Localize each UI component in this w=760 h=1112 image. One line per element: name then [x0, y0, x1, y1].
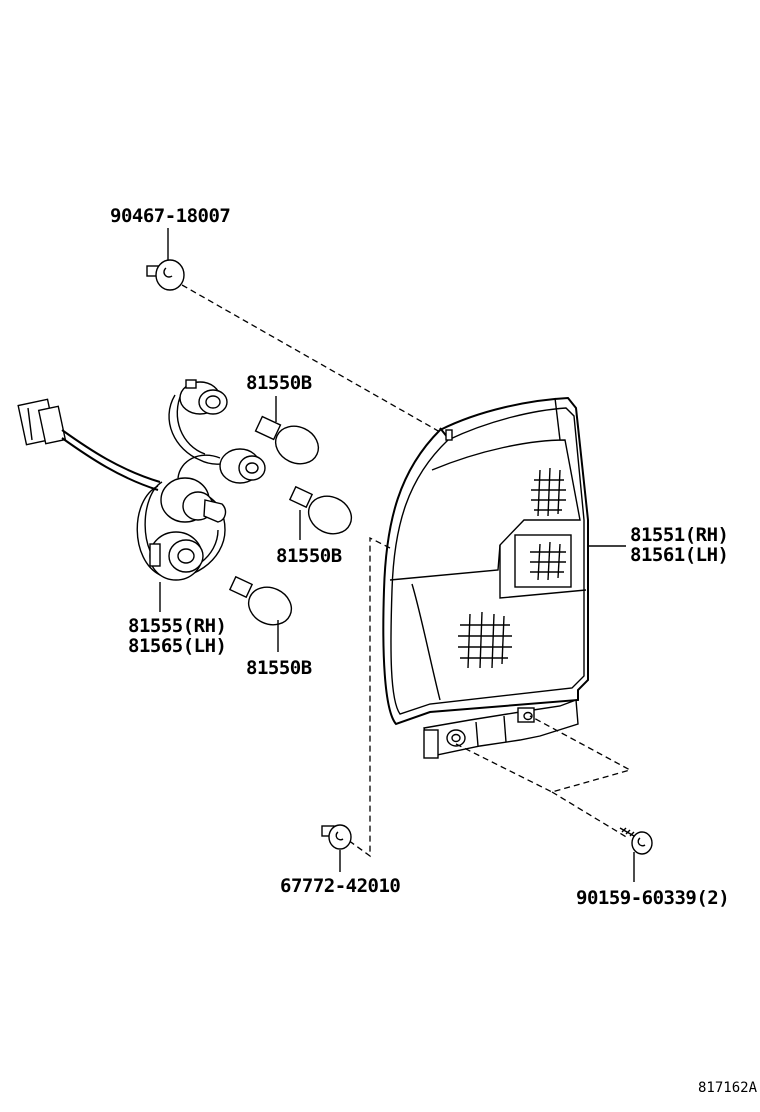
bulb-2-label: 81550B	[276, 545, 342, 567]
socket-label-lh: 81565(LH)	[128, 635, 226, 657]
tail-lamp-assembly-part[interactable]: 81551(RH) 81561(LH)	[382, 396, 729, 759]
socket-lower	[149, 531, 204, 581]
lamp-inner-division	[389, 439, 581, 581]
lamp-housing-outline	[382, 396, 589, 726]
lamp-lens-grid-top	[531, 467, 566, 517]
socket-upper	[179, 379, 228, 415]
lamp-label-rh: 81551(RH)	[630, 524, 728, 546]
bulb-1-part[interactable]: 81550B	[246, 372, 325, 471]
socket-label-rh: 81555(RH)	[128, 615, 226, 637]
lamp-label-lh: 81561(LH)	[630, 544, 728, 566]
harness-connector	[17, 398, 67, 446]
bulb-3-label: 81550B	[246, 657, 312, 679]
harness-wire-main	[61, 429, 161, 483]
bulb-2-icon	[288, 485, 353, 535]
clip-top-label: 90467-18007	[110, 205, 230, 227]
screw-dashed-guide-box	[455, 715, 632, 793]
lamp-mount-bracket	[423, 699, 579, 759]
clip-top-head	[155, 259, 185, 291]
bulb-3-part[interactable]: 81550B	[228, 575, 312, 679]
socket-middle	[219, 448, 266, 484]
bulb-1-label: 81550B	[246, 372, 312, 394]
lamp-lens-grid-middle	[530, 541, 566, 581]
diagram-id: 817162A	[698, 1080, 758, 1096]
clip-bottom-dashed-guide	[347, 536, 391, 858]
screw-icon	[619, 827, 653, 855]
bulb-2-part[interactable]: 81550B	[276, 485, 358, 567]
clip-bottom-label: 67772-42010	[280, 875, 400, 897]
clip-top-part[interactable]: 90467-18007	[110, 205, 231, 291]
screw-label: 90159-60339(2)	[576, 887, 729, 909]
screw-dashed-guide	[551, 791, 629, 839]
socket-center	[160, 477, 227, 523]
clip-top-mark	[163, 267, 173, 278]
lamp-lens-grid-bottom	[458, 611, 512, 669]
bulb-1-icon	[254, 415, 320, 465]
clip-bottom-icon	[321, 824, 352, 850]
screw-part[interactable]: 90159-60339(2)	[576, 827, 730, 909]
clip-bottom-part[interactable]: 67772-42010	[280, 824, 401, 897]
lamp-reverse-lens	[514, 534, 572, 588]
bulb-3-icon	[228, 575, 293, 626]
socket-harness-part[interactable]: 81555(RH) 81565(LH)	[17, 379, 266, 657]
